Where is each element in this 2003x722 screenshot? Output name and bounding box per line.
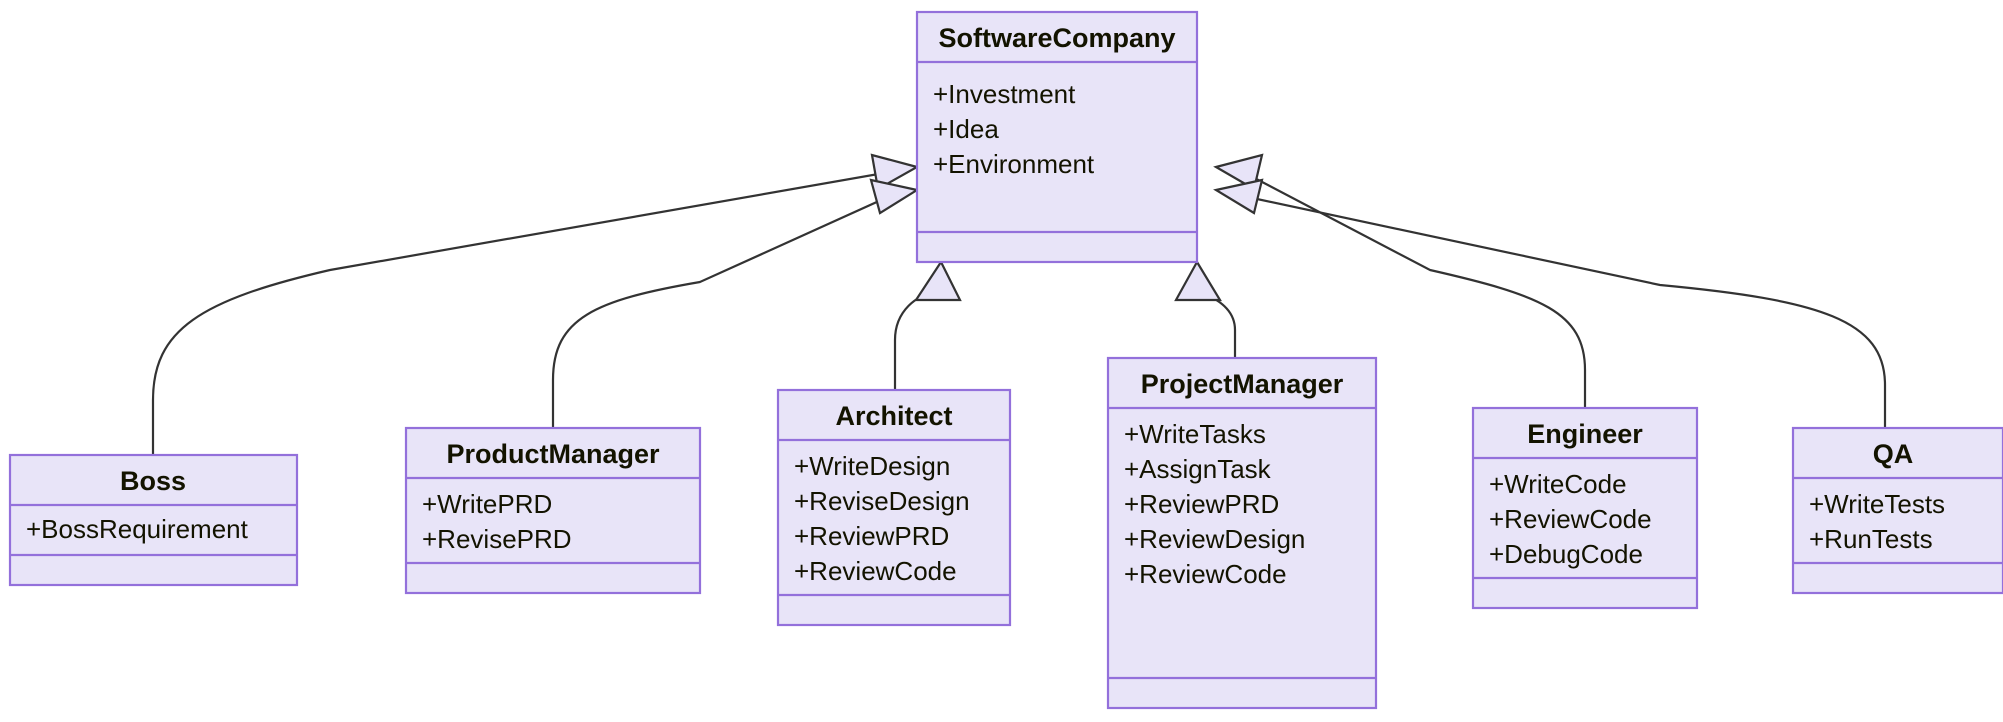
class-attribute: +WriteTasks bbox=[1124, 419, 1266, 449]
edge-boss-to-softwarecompany[interactable] bbox=[151, 153, 920, 455]
edge-architect-to-softwarecompany[interactable] bbox=[893, 259, 962, 390]
class-box-outline bbox=[404, 426, 702, 595]
class-title: QA bbox=[1873, 439, 1914, 469]
class-attribute: +BossRequirement bbox=[26, 514, 249, 544]
class-attribute: +WritePRD bbox=[422, 489, 552, 519]
edge-productmanager-to-softwarecompany[interactable] bbox=[551, 178, 920, 428]
class-node-productmanager[interactable]: ProductManager +WritePRD +RevisePRD bbox=[404, 426, 702, 595]
class-attribute: +WriteDesign bbox=[794, 451, 950, 481]
class-node-projectmanager[interactable]: ProjectManager +WriteTasks +AssignTask +… bbox=[1106, 356, 1378, 710]
class-node-engineer[interactable]: Engineer +WriteCode +ReviewCode +DebugCo… bbox=[1471, 406, 1699, 610]
class-attribute: +ReviewDesign bbox=[1124, 524, 1305, 554]
class-attribute: +ReviseDesign bbox=[794, 486, 970, 516]
class-attribute: +ReviewCode bbox=[1489, 504, 1652, 534]
class-title: Architect bbox=[835, 401, 952, 431]
class-node-boss[interactable]: Boss +BossRequirement bbox=[8, 453, 299, 587]
class-title: ProjectManager bbox=[1141, 369, 1344, 399]
class-attribute: +RevisePRD bbox=[422, 524, 572, 554]
class-box-outline bbox=[1106, 356, 1378, 710]
class-attribute: +ReviewPRD bbox=[1124, 489, 1279, 519]
class-box-outline bbox=[1791, 426, 2003, 595]
edge-qa-to-softwarecompany[interactable] bbox=[1213, 178, 1887, 428]
class-attribute: +WriteTests bbox=[1809, 489, 1945, 519]
class-title: Engineer bbox=[1527, 419, 1643, 449]
class-box-outline bbox=[776, 388, 1012, 627]
class-attribute: +Investment bbox=[933, 79, 1076, 109]
class-attribute: +ReviewCode bbox=[794, 556, 957, 586]
class-box-outline bbox=[8, 453, 299, 587]
edge-group bbox=[151, 153, 1887, 455]
class-attribute: +Idea bbox=[933, 114, 999, 144]
class-title: Boss bbox=[120, 466, 186, 496]
class-attribute: +Environment bbox=[933, 149, 1095, 179]
class-node-softwarecompany[interactable]: SoftwareCompany +Investment +Idea +Envir… bbox=[915, 10, 1199, 264]
edge-projectmanager-to-softwarecompany[interactable] bbox=[1174, 259, 1237, 358]
class-attribute: +ReviewPRD bbox=[794, 521, 949, 551]
class-attribute: +RunTests bbox=[1809, 524, 1933, 554]
class-title: ProductManager bbox=[446, 439, 660, 469]
class-attribute: +ReviewCode bbox=[1124, 559, 1287, 589]
class-box-outline bbox=[915, 10, 1199, 264]
class-node-qa[interactable]: QA +WriteTests +RunTests bbox=[1791, 426, 2003, 595]
class-attribute: +DebugCode bbox=[1489, 539, 1643, 569]
class-box-outline bbox=[1471, 406, 1699, 610]
class-title: SoftwareCompany bbox=[938, 23, 1175, 53]
class-node-architect[interactable]: Architect +WriteDesign +ReviseDesign +Re… bbox=[776, 388, 1012, 627]
class-attribute: +AssignTask bbox=[1124, 454, 1272, 484]
class-attribute: +WriteCode bbox=[1489, 469, 1627, 499]
edge-engineer-to-softwarecompany[interactable] bbox=[1213, 153, 1587, 408]
